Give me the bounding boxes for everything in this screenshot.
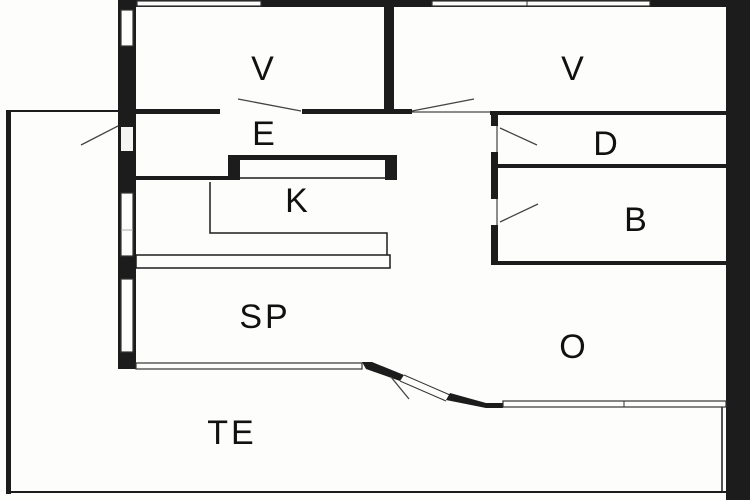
door-opening-entry — [121, 127, 133, 151]
room-label-v2: V — [561, 50, 587, 88]
room-label-e: E — [252, 115, 278, 153]
wall-under-v — [136, 98, 726, 115]
wall-d-b — [491, 112, 726, 265]
left-main-wall — [118, 0, 136, 369]
terrace-outline — [6, 110, 726, 494]
top-exterior-wall — [118, 0, 726, 7]
entry-door-swing — [80, 125, 119, 146]
door-swing-d — [499, 127, 538, 146]
window-top-right — [431, 0, 651, 7]
room-label-sp: SP — [239, 298, 290, 336]
room-label-o: O — [559, 328, 588, 366]
door-swing-living — [390, 376, 410, 400]
window-top-left — [136, 0, 262, 7]
kitchen-partition — [135, 155, 397, 269]
room-label-b: B — [624, 201, 650, 239]
window-left-3 — [120, 278, 134, 353]
room-label-k: K — [285, 182, 311, 220]
door-swing-v1 — [237, 98, 302, 112]
right-exterior-wall — [726, 0, 750, 500]
room-label-te: TE — [207, 414, 256, 452]
room-label-d: D — [593, 125, 621, 163]
door-swing-v2 — [411, 98, 475, 112]
window-left-1 — [120, 9, 134, 47]
wall-v-divider — [384, 0, 394, 110]
window-left-2 — [120, 192, 134, 257]
door-swing-b — [499, 203, 539, 223]
wall-bottom-living — [118, 362, 727, 408]
room-label-v1: V — [251, 50, 277, 88]
